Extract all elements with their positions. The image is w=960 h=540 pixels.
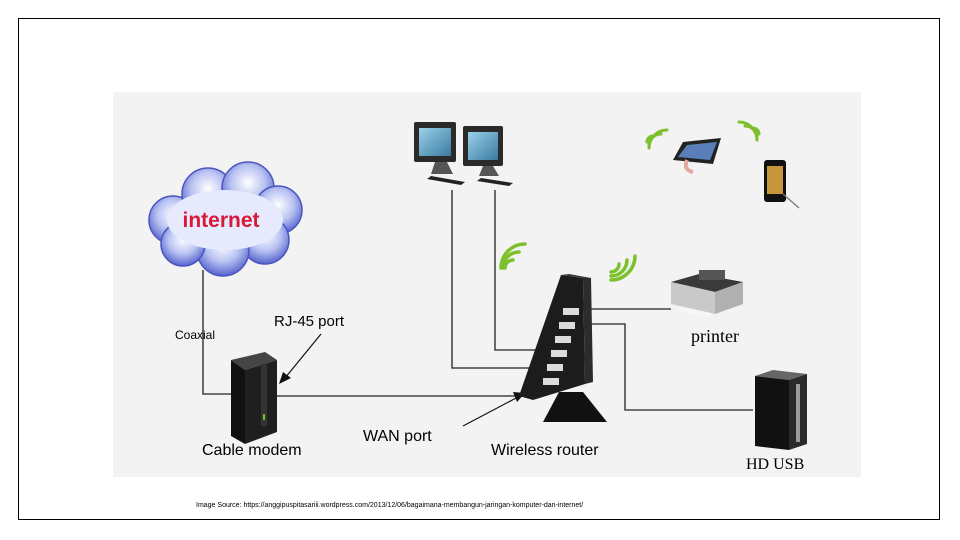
desktop-computer xyxy=(414,122,465,185)
internet-cloud: internet xyxy=(148,161,303,277)
cloud-label: internet xyxy=(182,209,259,232)
router-ports xyxy=(543,308,579,385)
printer xyxy=(671,270,743,318)
image-source-caption: Image Source: https://anggipuspitasariii… xyxy=(196,502,584,509)
usb-cable xyxy=(587,323,753,411)
wireless-router xyxy=(519,274,607,422)
cables xyxy=(202,190,753,411)
wan-arrow xyxy=(462,392,525,427)
cable-modem-label: Cable modem xyxy=(202,442,302,459)
cable-modem xyxy=(231,352,277,444)
diagram-canvas: internet xyxy=(148,120,807,450)
hd-usb-label: HD USB xyxy=(746,456,805,473)
desktop-2-cable xyxy=(494,190,537,351)
wifi-signal-icon xyxy=(499,120,761,282)
smartphone xyxy=(764,160,800,209)
rj45-arrow xyxy=(279,333,322,384)
network-diagram: internet xyxy=(113,92,861,477)
rj45-port-label: RJ-45 port xyxy=(274,313,345,330)
coaxial-cable xyxy=(202,270,233,395)
coaxial-label: Coaxial xyxy=(175,328,216,342)
external-hard-drive xyxy=(755,370,807,450)
wan-port-label: WAN port xyxy=(363,428,432,445)
printer-label: printer xyxy=(691,326,739,346)
desktop-computer xyxy=(463,126,513,186)
wireless-router-label: Wireless router xyxy=(491,442,599,459)
tablet xyxy=(673,138,721,174)
slide-frame xyxy=(18,18,940,520)
desktop-1-cable xyxy=(451,190,533,369)
